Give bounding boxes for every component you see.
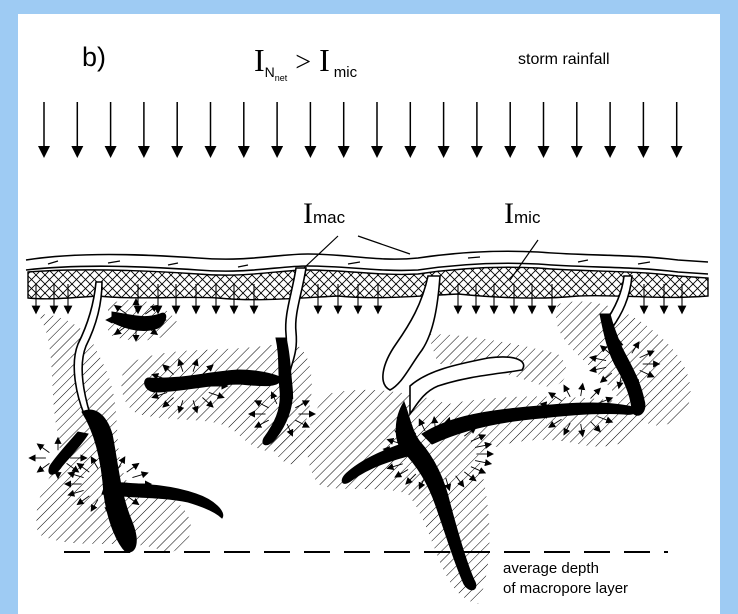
radial-flow-arrow: [40, 446, 50, 453]
eq-lhs-subsub: net: [275, 73, 288, 83]
radial-flow-arrow: [132, 474, 145, 478]
panel-label: b): [82, 42, 106, 73]
eq-lhs-symbol: I: [254, 42, 265, 78]
radial-flow-arrow: [581, 386, 583, 396]
mic-symbol: I: [504, 197, 514, 230]
radial-flow-arrow: [565, 388, 570, 397]
depth-label-line2: of macropore layer: [503, 580, 628, 597]
macropore-infiltration-label: Imac: [303, 197, 345, 231]
radial-flow-arrow: [591, 390, 599, 398]
storm-rainfall-label: storm rainfall: [518, 51, 610, 69]
wetted-halos: [36, 300, 690, 604]
radial-flow-arrow: [40, 463, 50, 470]
eq-operator: >: [295, 47, 311, 78]
mic-sub: mic: [514, 208, 540, 227]
eq-lhs-sub: N: [265, 64, 275, 80]
mac-symbol: I: [303, 197, 313, 230]
eq-rhs-sub: mic: [334, 64, 357, 81]
depth-label-line1: average depth: [503, 560, 599, 577]
micropore-infiltration-label: Imic: [504, 197, 540, 231]
mac-sub: mac: [313, 208, 345, 227]
surface-crust: [28, 267, 708, 299]
radial-flow-arrow: [127, 465, 137, 472]
macropore-diagram: [18, 14, 720, 614]
rainfall-arrows: [44, 102, 677, 152]
eq-rhs-symbol: I: [319, 42, 330, 78]
